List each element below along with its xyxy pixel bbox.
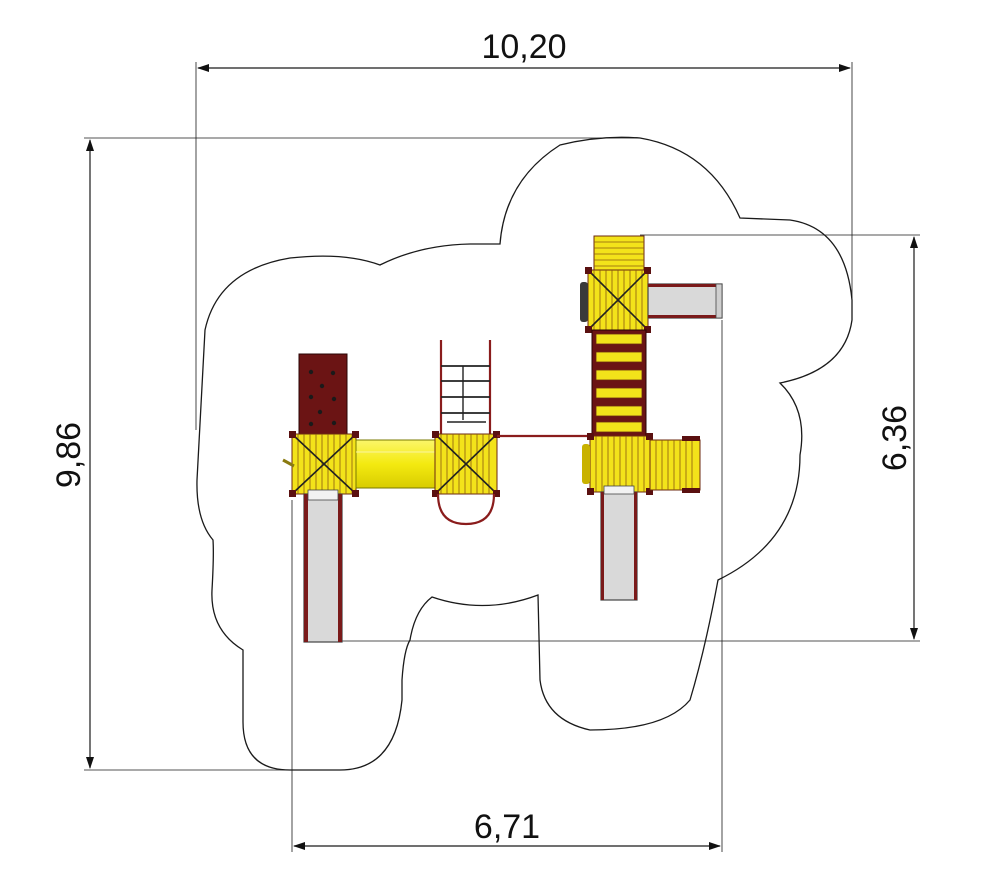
climbing-wall xyxy=(298,353,348,437)
dim-equipment-width: 6,71 xyxy=(474,808,540,846)
middle-deck xyxy=(432,431,500,497)
right-upper-slide xyxy=(647,283,723,319)
left-slide xyxy=(303,489,343,643)
overhead-ladder xyxy=(439,340,492,434)
right-top-ramp xyxy=(593,235,645,273)
right-side-ramp xyxy=(649,436,701,493)
right-upper-deck xyxy=(580,267,651,333)
wavy-bridge xyxy=(591,329,647,437)
dim-total-depth: 9,86 xyxy=(50,422,88,488)
left-deck xyxy=(282,431,359,497)
right-lower-deck xyxy=(582,433,653,495)
safety-zone-outline xyxy=(196,136,853,771)
arch-climber xyxy=(436,493,496,526)
right-lower-slide xyxy=(600,485,638,601)
tunnel-tube xyxy=(355,439,437,489)
dim-total-width: 10,20 xyxy=(481,28,566,66)
dim-equipment-depth: 6,36 xyxy=(876,405,914,471)
